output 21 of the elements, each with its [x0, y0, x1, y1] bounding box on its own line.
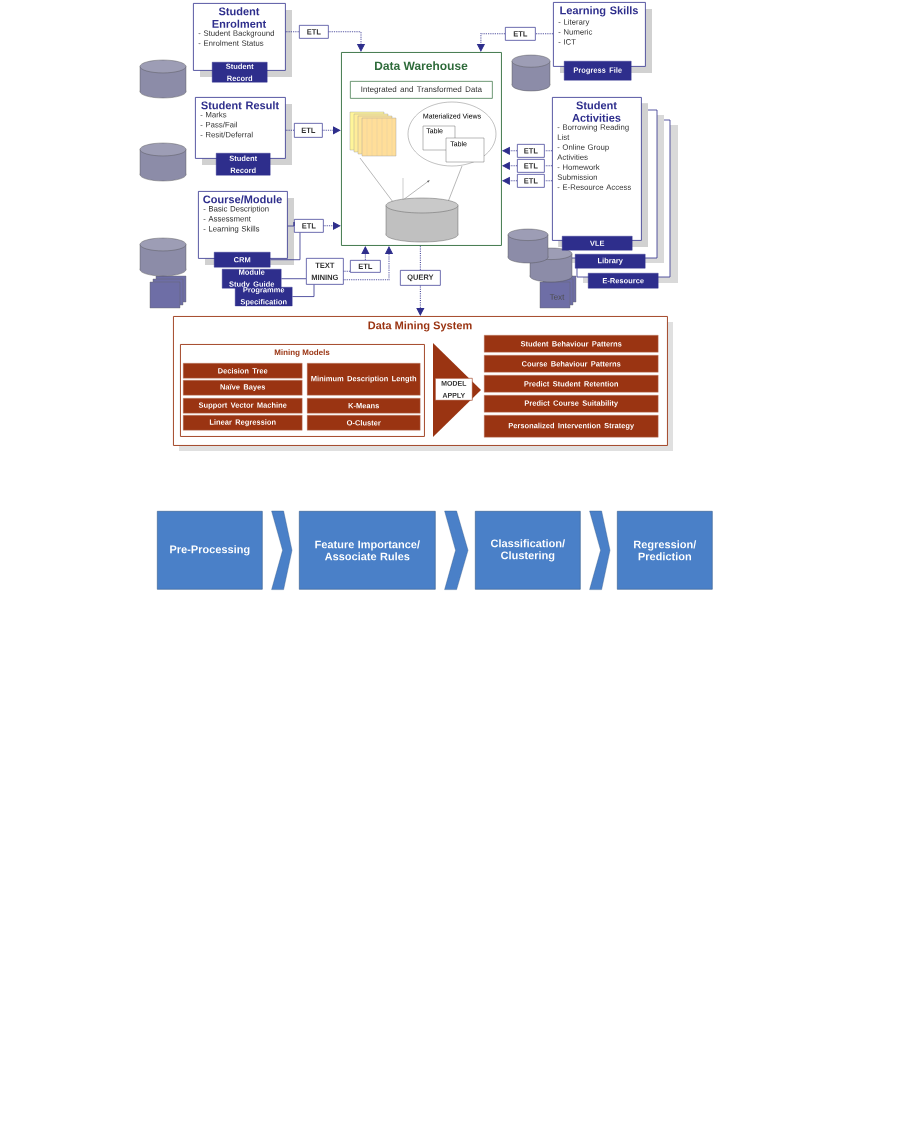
connector-arrow [343, 246, 393, 281]
process-box: Regression/ Prediction [617, 511, 713, 590]
connector-arrow [502, 147, 518, 155]
connector-arrow [416, 285, 425, 316]
connector-arrow [292, 284, 315, 297]
connector-arrow [322, 126, 341, 135]
process-box: Pre-Processing [157, 511, 263, 590]
connector-arrow [361, 246, 370, 261]
connector-arrow [502, 177, 518, 185]
process-box: Classification/ Clustering [475, 511, 581, 590]
chevron-arrow [271, 510, 293, 590]
connector-arrow [270, 232, 301, 261]
connector-arrow [323, 222, 341, 230]
document-label: Text [549, 294, 565, 300]
caption-box: Integrated and Transformed Data [350, 81, 493, 99]
chevron-arrow [444, 510, 469, 590]
chevron-arrow [589, 510, 611, 590]
connector-arrow [477, 33, 506, 52]
process-box: Feature Importance/ Associate Rules [299, 511, 436, 590]
connector-arrow [502, 162, 518, 170]
connector-arrow [328, 31, 365, 52]
